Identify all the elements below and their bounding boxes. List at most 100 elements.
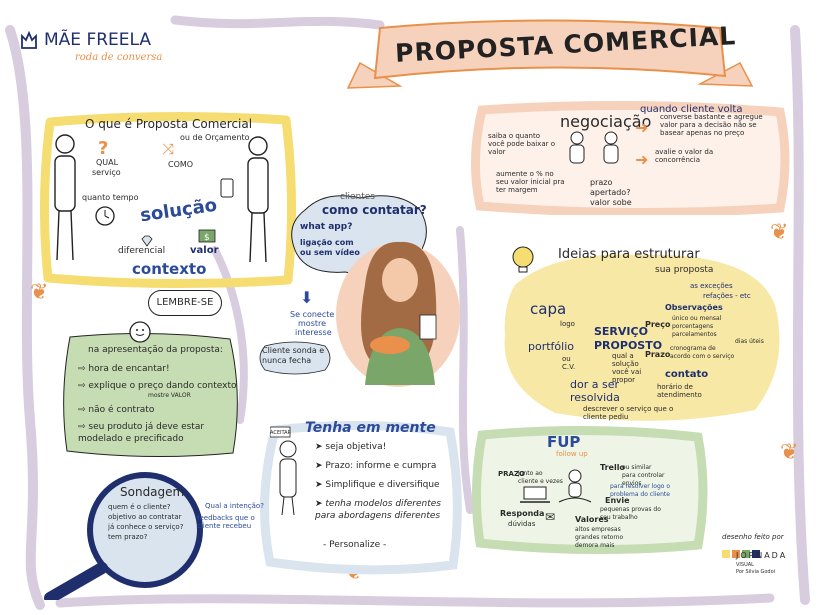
fup-title: FUP: [547, 433, 581, 451]
lightbulb-icon: [510, 245, 536, 279]
arrow-icon: ➤: [315, 480, 326, 490]
brand-name: MÃE FREELA: [44, 30, 152, 50]
ideias-subtitle: sua proposta: [655, 265, 714, 275]
ideias-servico: SERVIÇO: [594, 325, 648, 338]
lembre-intro: na apresentação da proposta:: [88, 345, 223, 355]
leaf-left-icon: ❦: [30, 280, 49, 305]
fup-valores: Valores: [575, 515, 609, 524]
clock-icon: [94, 205, 116, 231]
fup-envie-desc: pequenas provas do seu trabalho: [600, 506, 661, 521]
arrow-icon: ⇨: [78, 381, 89, 391]
money-icon: $: [198, 228, 216, 247]
ideias-frame: [504, 254, 780, 421]
lembre-frame: [63, 332, 238, 458]
quanto-tempo-label: quanto tempo: [82, 193, 139, 202]
servico-label: serviço: [92, 168, 121, 177]
como-label: COMO: [168, 160, 194, 169]
arrow-icon: ⇨: [78, 364, 89, 374]
negociacao-saiba: saiba o quanto você pode baixar o valor: [488, 132, 556, 156]
diferencial-label: diferencial: [118, 246, 166, 256]
negociacao-converse: converse bastante e agregue valor para a…: [660, 113, 763, 137]
person-sign-icon: [269, 425, 306, 519]
ideias-contato: contato: [665, 369, 709, 380]
ideias-excecoes: as exceções: [690, 282, 733, 290]
leaf-right-icon: ❦: [770, 220, 789, 245]
contexto-label: contexto: [132, 260, 207, 278]
tenha-item: ➤ seja objetiva!: [315, 442, 387, 452]
tenha-item: ➤ tenha modelos diferentes para abordage…: [315, 499, 441, 521]
fup-trello: Trello: [600, 463, 625, 472]
ideias-prazo: Prazo: [645, 350, 671, 359]
lembre-item: ⇨ seu produto já deve estar modelado e p…: [78, 422, 205, 444]
como-contatar: como contatar?: [322, 203, 427, 217]
arrow-icon: ➜: [635, 118, 649, 137]
arrow-icon: ➤: [315, 442, 326, 452]
jornada-logo-icon: [722, 543, 782, 562]
tenha-title: Tenha em mente: [305, 420, 436, 436]
lembre-tag: LEMBRE-SE: [148, 290, 222, 316]
ideias-title: Ideias para estruturar: [558, 247, 700, 262]
ideias-dias: dias úteis: [735, 338, 764, 345]
credit-author: Por Silvia Godoi: [736, 569, 776, 575]
magnifier-icon: [30, 470, 210, 604]
lembre-tag-label: LEMBRE-SE: [156, 297, 214, 308]
fup-sub: follow up: [556, 450, 588, 458]
tenha-item: ➤ Prazo: informe e cumpra: [315, 461, 437, 471]
fup-valores-desc: altos empresas grandes retorno demora ma…: [575, 526, 624, 549]
se-conecte: Se conecte: [290, 310, 335, 319]
qual-label: QUAL: [96, 158, 119, 167]
svg-text:$: $: [204, 233, 210, 243]
negociacao-prazo: prazo apertado? valor sobe: [590, 178, 632, 207]
ideias-proposto: PROPOSTO: [594, 339, 663, 352]
title-ribbon: [346, 19, 754, 89]
arrow-icon: ➤: [315, 461, 326, 471]
arrow-icon: ➤: [315, 499, 326, 509]
person-left-icon: [45, 130, 85, 274]
sondagem-item: quem é o cliente?: [108, 503, 171, 511]
ideias-prazo-desc: cronograma de acordo com o serviço: [670, 345, 735, 360]
fup-prazo: PRAZO: [498, 470, 525, 478]
ideias-preco: Preço: [645, 320, 671, 329]
ligacao-label: ligação com ou sem vídeo: [300, 238, 360, 257]
diamond-icon: [140, 232, 154, 251]
negociacao-title: negociação: [560, 112, 652, 131]
fup-resolva: para resolver logo o problema do cliente: [610, 483, 671, 498]
tenha-frame: [260, 420, 462, 575]
ideias-dor: dor a ser resolvida: [570, 378, 620, 404]
whatsapp-label: what app?: [300, 222, 353, 232]
person-right-icon: [238, 132, 278, 276]
credit-line: desenho feito por: [722, 533, 784, 541]
person-meditating-icon: [555, 468, 595, 512]
brand-subtitle: roda de conversa: [75, 52, 163, 63]
lembre-item: ⇨ explique o preço dando contexto: [78, 381, 237, 391]
question-icon: ?: [98, 138, 109, 159]
smile-icon: [128, 320, 152, 348]
credit-brand: JORNADA: [736, 551, 788, 560]
lembre-list: ⇨ hora de encantar! ⇨ explique o preço d…: [78, 363, 238, 445]
negociacao-avalie: avalie o valor da concorrência: [655, 148, 714, 164]
lembre-item: ⇨ não é contrato: [78, 405, 155, 415]
credit-sub: VISUAL: [736, 562, 754, 568]
interesse-label: interesse: [295, 328, 332, 337]
fup-responda: Responda: [500, 509, 545, 518]
fup-frame: [471, 425, 708, 555]
tenha-personalize: - Personalize -: [323, 540, 387, 550]
ideias-observacoes: Observações: [665, 303, 723, 312]
lembre-note: mostre VALOR: [148, 392, 191, 399]
cliente-sonda: Cliente sonda e nunca fecha: [262, 346, 325, 365]
crown-icon: [20, 30, 38, 50]
arrows-icon: ⤨: [162, 140, 175, 158]
what-is-heading: O que é Proposta Comercial: [85, 117, 253, 131]
woman-illustration-icon: [336, 241, 460, 387]
clients-label: clientes: [340, 192, 375, 202]
tenha-badge: ACEITAR: [270, 430, 292, 436]
sondagem-qual: Qual a intenção?: [205, 502, 264, 510]
phone-icon: [220, 178, 234, 202]
person-pair-icon: [565, 130, 625, 170]
chat-icon: ✉: [545, 510, 556, 524]
ideias-descrever: descrever o serviço que o cliente pediu: [583, 405, 674, 421]
lembre-item: ⇨ hora de encantar!: [78, 364, 170, 374]
fup-trello-desc: ou similar para controlar envios: [622, 464, 665, 487]
sondagem-item: tem prazo?: [108, 533, 148, 541]
